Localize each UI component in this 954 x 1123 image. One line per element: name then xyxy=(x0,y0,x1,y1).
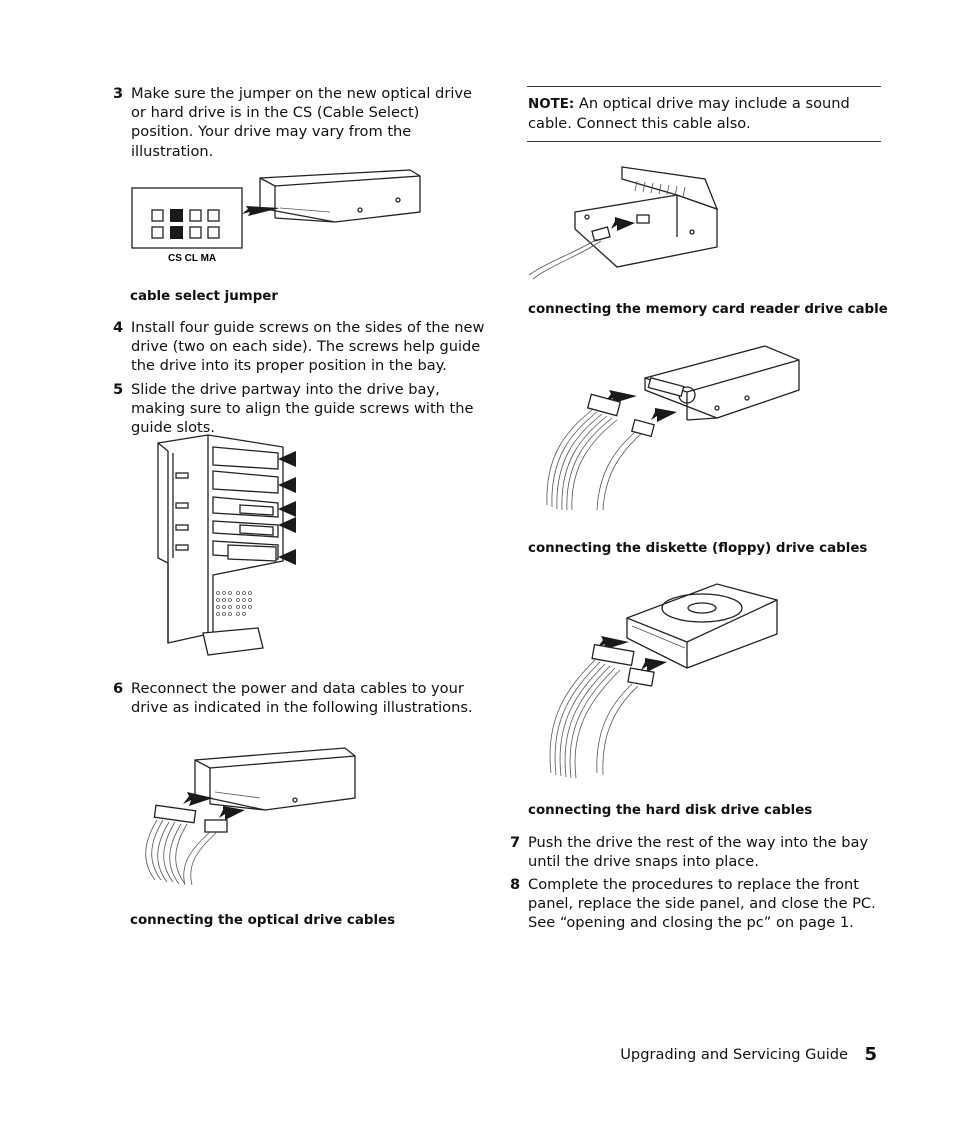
step-3-text: Make sure the jumper on the new optical … xyxy=(131,85,472,160)
step-8: 8 Complete the procedures to replace the… xyxy=(510,875,886,933)
step-4: 4 Install four guide screws on the sides… xyxy=(113,318,486,376)
jumper-labels: CS CL MA xyxy=(168,253,216,264)
step-3: 3 Make sure the jumper on the new optica… xyxy=(113,84,486,161)
jumper-illustration: CS CL MA xyxy=(131,169,421,264)
step-6-number: 6 xyxy=(113,680,124,697)
page-footer: Upgrading and Servicing Guide 5 xyxy=(0,1044,954,1070)
caption-cable-select-jumper: cable select jumper xyxy=(130,289,278,304)
step-7-text: Push the drive the rest of the way into … xyxy=(528,834,869,871)
step-5-text: Slide the drive partway into the drive b… xyxy=(131,381,474,437)
step-7-number: 7 xyxy=(510,834,521,851)
caption-diskette-drive: connecting the diskette (floppy) drive c… xyxy=(528,541,868,556)
caption-hard-disk-drive: connecting the hard disk drive cables xyxy=(528,803,813,818)
step-7: 7 Push the drive the rest of the way int… xyxy=(510,833,883,871)
note-label: NOTE: xyxy=(528,97,575,112)
memory-card-reader-illustration xyxy=(528,166,719,280)
step-6: 6 Reconnect the power and data cables to… xyxy=(113,679,486,717)
footer-guide-title: Upgrading and Servicing Guide xyxy=(620,1046,848,1063)
step-5-number: 5 xyxy=(113,381,124,398)
step-5: 5 Slide the drive partway into the drive… xyxy=(113,380,486,438)
diskette-drive-illustration xyxy=(546,345,800,511)
step-3-number: 3 xyxy=(113,85,124,102)
step-8-text: Complete the procedures to replace the f… xyxy=(528,876,876,932)
page-number: 5 xyxy=(864,1044,877,1065)
chassis-drive-bay-illustration xyxy=(157,434,296,656)
step-4-number: 4 xyxy=(113,319,124,336)
step-8-number: 8 xyxy=(510,876,521,893)
optical-drive-cables-illustration xyxy=(145,747,356,886)
caption-memory-card-reader: connecting the memory card reader drive … xyxy=(528,302,888,317)
hard-disk-illustration xyxy=(549,583,778,779)
caption-optical-drive-cables: connecting the optical drive cables xyxy=(130,913,396,928)
step-4-text: Install four guide screws on the sides o… xyxy=(131,319,485,375)
step-6-text: Reconnect the power and data cables to y… xyxy=(131,680,473,717)
note-box: NOTE: An optical drive may include a sou… xyxy=(527,86,881,142)
note-text: An optical drive may include a sound cab… xyxy=(528,95,850,133)
